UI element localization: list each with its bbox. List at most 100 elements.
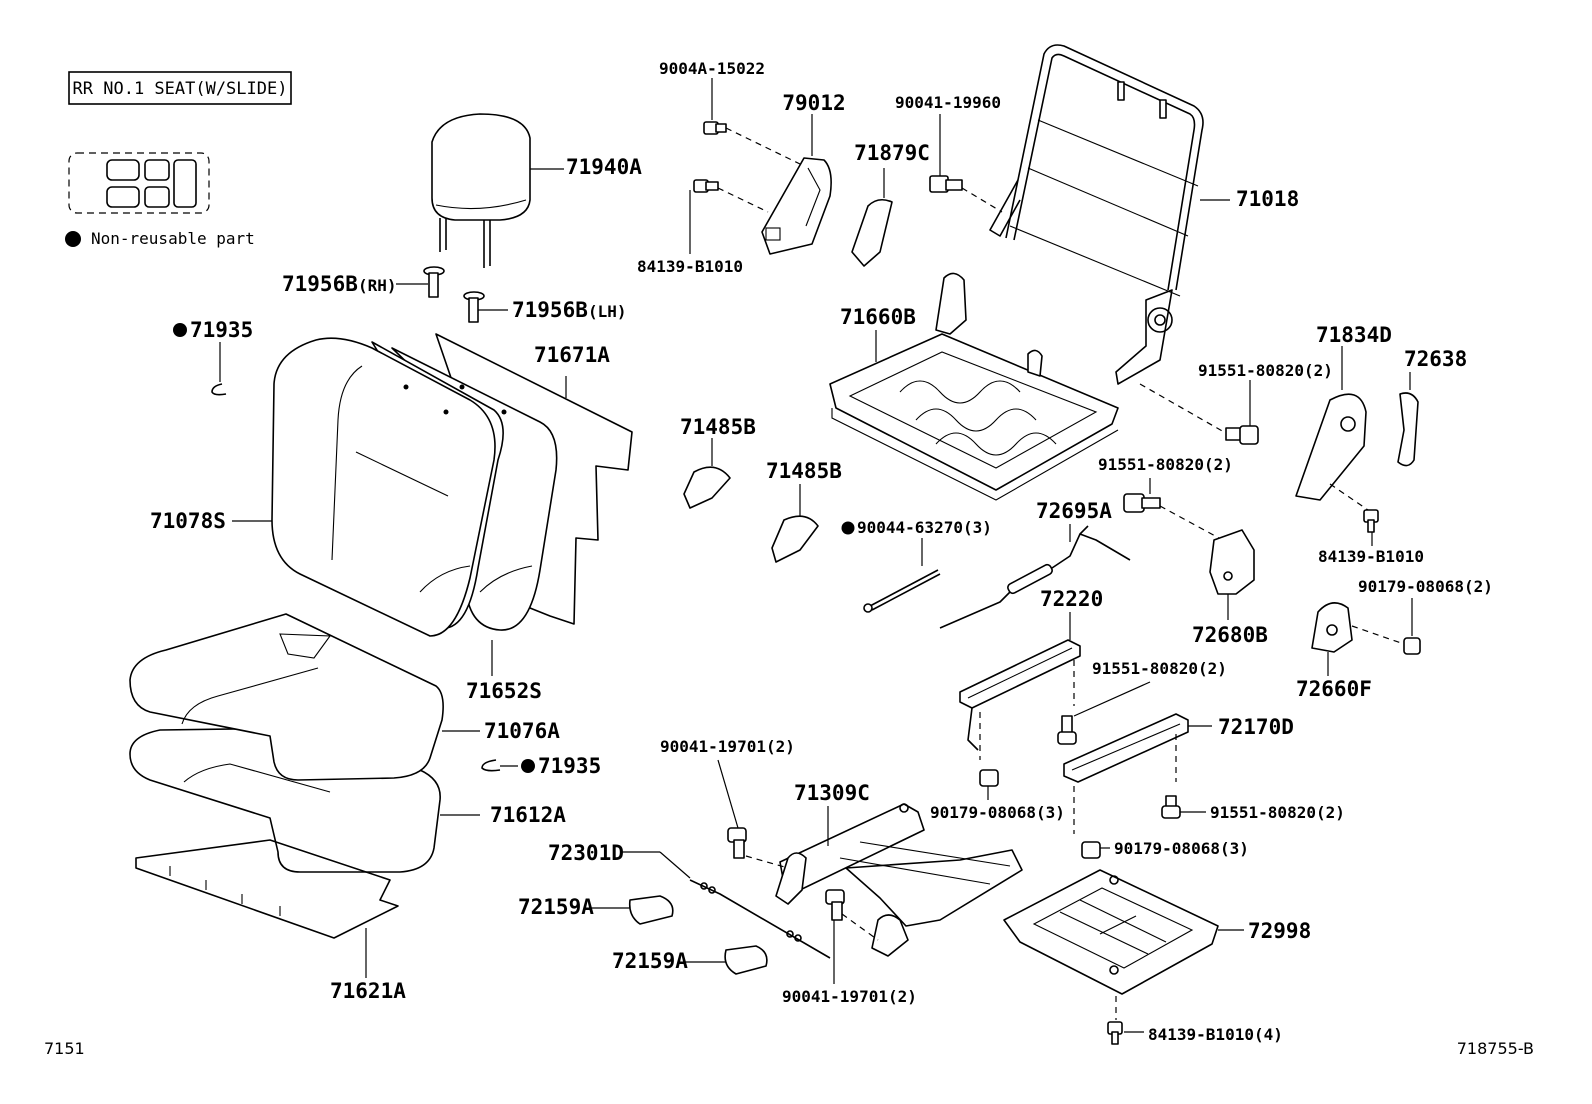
label-71834D: 71834D — [1316, 323, 1392, 347]
headrest-illustration — [431, 113, 531, 268]
label-71956B-lh-suffix: (LH) — [588, 302, 627, 321]
label-91551-80820-a: 91551-80820(2) — [1198, 361, 1333, 380]
cover-72998-illustration — [1003, 869, 1219, 995]
label-71018: 71018 — [1236, 187, 1299, 211]
cable-72695A-illustration — [939, 525, 1131, 629]
label-72159A-b: 72159A — [612, 949, 688, 973]
label-90041-19701-b: 90041-19701(2) — [782, 987, 917, 1006]
label-72680B: 72680B — [1192, 623, 1268, 647]
label-84139-B1010-b: 84139-B1010 — [1318, 547, 1424, 566]
band-90044-icon — [863, 569, 941, 613]
label-71612A: 71612A — [490, 803, 566, 827]
cap-72159A-a-icon — [628, 895, 674, 925]
label-71309C: 71309C — [794, 781, 870, 805]
label-90179-08068-a: 90179-08068(2) — [1358, 577, 1493, 596]
label-71879C: 71879C — [854, 141, 930, 165]
non-reusable-marker-71935-a-icon — [173, 323, 187, 337]
label-72998: 72998 — [1248, 919, 1311, 943]
seat-layout-icon — [68, 152, 210, 214]
nut-90179-a-icon — [1403, 637, 1421, 655]
cable-72301D-illustration — [689, 879, 831, 959]
cover-71485B-a-illustration — [683, 466, 731, 509]
label-72660F: 72660F — [1296, 677, 1372, 701]
clip-71935-b-icon — [481, 759, 501, 772]
cap-72159A-b-icon — [724, 945, 768, 975]
screw-9004A-icon — [703, 121, 727, 135]
label-71485B-b: 71485B — [766, 459, 842, 483]
label-91551-80820-c: 91551-80820(2) — [1092, 659, 1227, 678]
nut-90179-c-icon — [1081, 841, 1101, 859]
label-90041-19960: 90041-19960 — [895, 93, 1001, 112]
label-72159A-a: 72159A — [518, 895, 594, 919]
cover-79012-illustration — [761, 157, 832, 255]
label-71940A: 71940A — [566, 155, 642, 179]
cushion-pad-illustration — [135, 839, 399, 939]
label-9004A-15022: 9004A-15022 — [659, 59, 765, 78]
label-90041-19701-a: 90041-19701(2) — [660, 737, 795, 756]
label-71652S: 71652S — [466, 679, 542, 703]
legend-label: Non-reusable part — [91, 229, 255, 248]
cushion-frame-illustration — [829, 272, 1119, 501]
label-72170D: 72170D — [1218, 715, 1294, 739]
label-72301D: 72301D — [548, 841, 624, 865]
label-71956B-rh: 71956B — [282, 272, 358, 296]
non-reusable-marker-icon — [65, 231, 81, 247]
label-90179-08068-b: 90179-08068(3) — [930, 803, 1065, 822]
corner-right-code: 718755-B — [1457, 1039, 1534, 1058]
label-90179-08068-c: 90179-08068(3) — [1114, 839, 1249, 858]
label-71485B-a: 71485B — [680, 415, 756, 439]
seat-cushion-illustration — [129, 613, 444, 873]
bolt-91551-d-icon — [1161, 795, 1181, 819]
screw-84139-b-icon — [1363, 509, 1379, 533]
non-reusable-marker-71935-b-icon — [521, 759, 535, 773]
screw-84139-c-icon — [1107, 1021, 1123, 1045]
screw-84139-a-icon — [693, 179, 719, 193]
cover-71879C-illustration — [851, 198, 893, 267]
slide-rail-72170D-illustration — [1063, 713, 1189, 783]
slide-rail-72220-illustration — [959, 639, 1081, 751]
label-91551-80820-d: 91551-80820(2) — [1210, 803, 1345, 822]
cover-71834D-illustration — [1295, 393, 1367, 501]
non-reusable-marker-90044-icon — [841, 521, 855, 535]
bolt-90041-19701-b-icon — [825, 889, 845, 921]
nut-90179-b-icon — [979, 769, 999, 787]
bolt-91551-c-icon — [1057, 715, 1077, 745]
label-71935-b: 71935 — [538, 754, 601, 778]
label-71660B: 71660B — [840, 305, 916, 329]
bracket-72660F-illustration — [1311, 602, 1353, 653]
label-72638: 72638 — [1404, 347, 1467, 371]
label-71935-a: 71935 — [190, 318, 253, 342]
frame-71309C-illustration — [775, 803, 1023, 957]
corner-left-code: 7151 — [44, 1039, 85, 1058]
label-84139-B1010-c: 84139-B1010(4) — [1148, 1025, 1283, 1044]
label-72220: 72220 — [1040, 587, 1103, 611]
label-71671A: 71671A — [534, 343, 610, 367]
seat-back-illustration — [271, 333, 633, 637]
label-84139-B1010-a: 84139-B1010 — [637, 257, 743, 276]
label-71078S: 71078S — [150, 509, 226, 533]
label-90044-63270: 90044-63270(3) — [857, 518, 992, 537]
label-71076A: 71076A — [484, 719, 560, 743]
cover-72638-illustration — [1397, 392, 1419, 467]
legend-non-reusable: Non-reusable part — [65, 229, 255, 248]
cover-71485B-b-illustration — [771, 515, 819, 563]
label-72695A: 72695A — [1036, 499, 1112, 523]
label-71621A: 71621A — [330, 979, 406, 1003]
headrest-guide-lh-icon — [463, 291, 485, 323]
headrest-guide-rh-icon — [423, 266, 445, 298]
bolt-90041-19960-icon — [929, 175, 963, 193]
bolt-90041-19701-a-icon — [727, 827, 747, 859]
bolt-91551-a-icon — [1225, 425, 1259, 445]
label-79012: 79012 — [782, 91, 845, 115]
bracket-72680B-illustration — [1209, 529, 1255, 595]
diagram-title: RR NO.1 SEAT(W/SLIDE) — [73, 79, 288, 99]
back-frame-illustration — [989, 44, 1204, 385]
bolt-91551-b-icon — [1123, 493, 1161, 513]
label-91551-80820-b: 91551-80820(2) — [1098, 455, 1233, 474]
diagram-title-box: RR NO.1 SEAT(W/SLIDE) — [68, 71, 292, 105]
clip-71935-a-icon — [211, 383, 227, 396]
label-71956B-rh-suffix: (RH) — [358, 276, 397, 295]
label-71956B-lh: 71956B — [512, 298, 588, 322]
